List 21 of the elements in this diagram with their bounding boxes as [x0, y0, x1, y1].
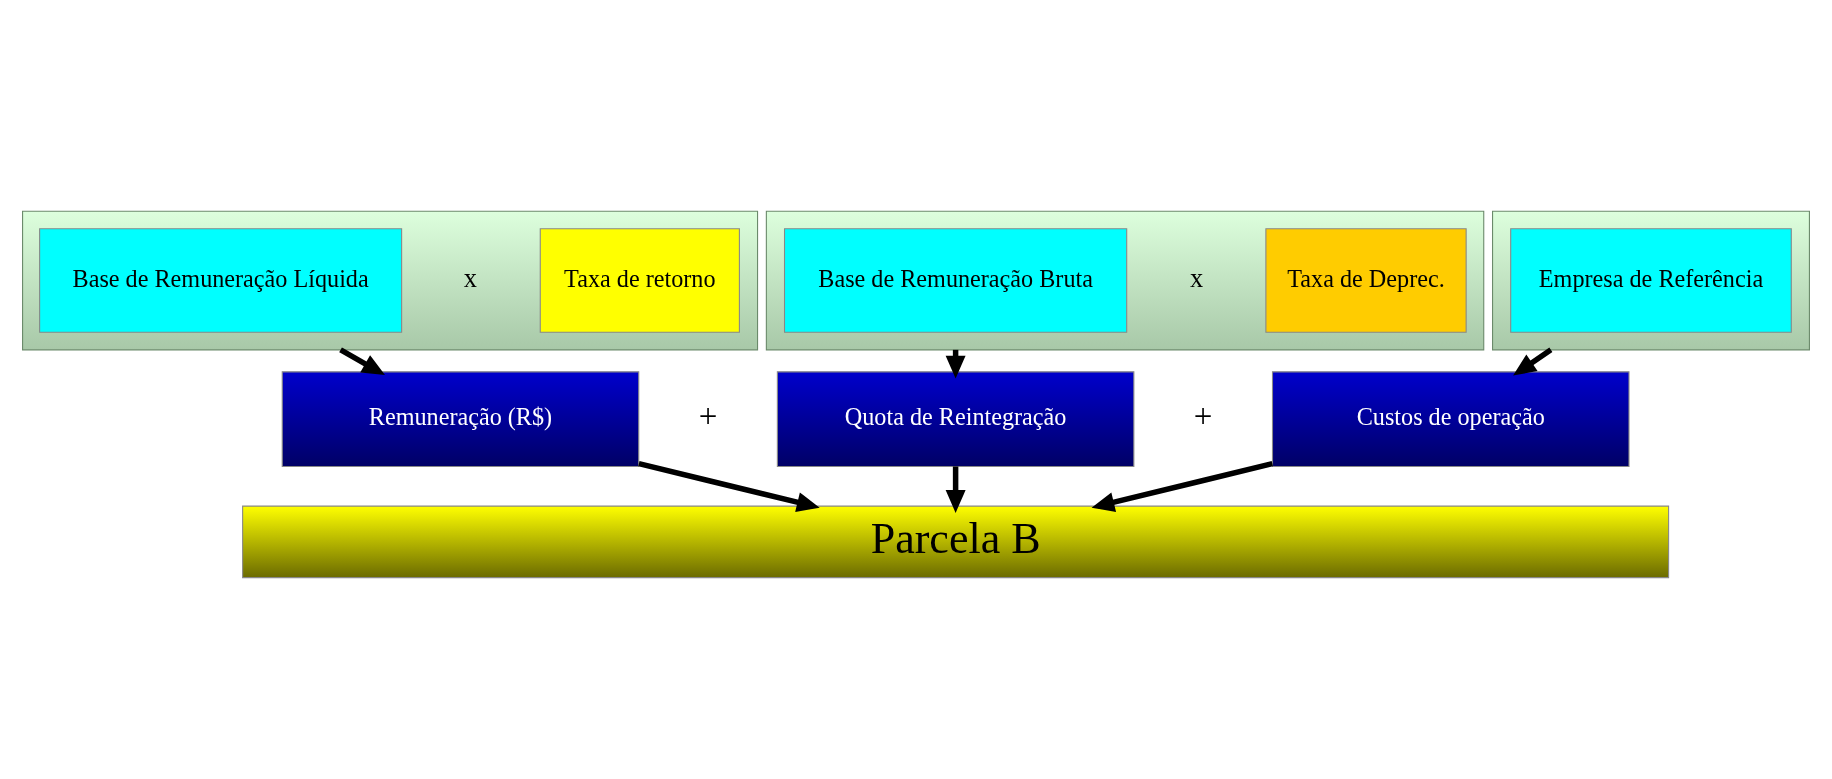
node-box: Quota de Reintegração	[776, 370, 1135, 467]
label: +	[698, 397, 718, 434]
node-box: Taxa de retorno	[539, 227, 740, 333]
node-box: Remuneração (R$)	[281, 370, 640, 467]
node-box: Base de Remuneração Líquida	[39, 227, 403, 333]
node-box: Empresa de Referência	[1510, 227, 1792, 333]
arrow	[638, 460, 820, 512]
node-box: Parcela B	[242, 505, 1670, 578]
arrow	[339, 346, 385, 375]
node-box: Taxa de Deprec.	[1265, 227, 1467, 333]
cluster	[1492, 210, 1810, 350]
cluster	[765, 210, 1485, 350]
arrow	[1513, 347, 1553, 376]
label: +	[1193, 397, 1213, 434]
cluster	[22, 210, 759, 350]
arrow	[945, 466, 966, 513]
arrow	[1091, 460, 1273, 512]
node-box: Custos de operação	[1271, 370, 1630, 467]
label: x	[1189, 262, 1204, 293]
node-box: Base de Remuneração Bruta	[783, 227, 1128, 333]
label: x	[463, 262, 477, 293]
